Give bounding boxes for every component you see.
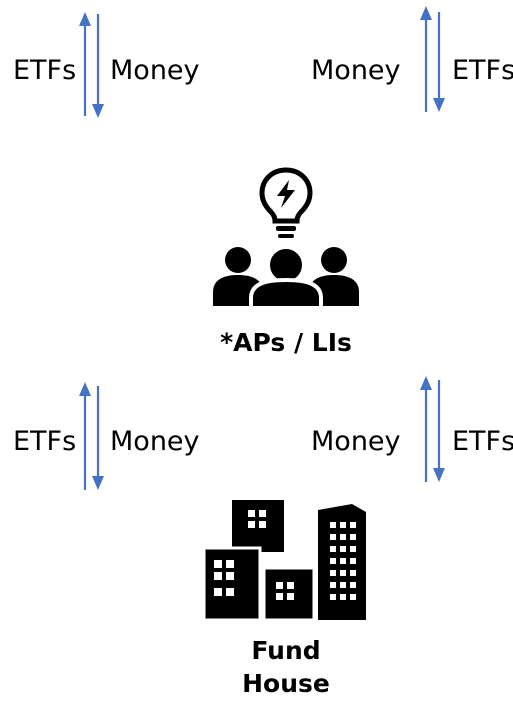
bottom-left-bidirectional-arrows (79, 382, 104, 490)
fund-house-label-line2: House (242, 669, 330, 698)
bottom-right-money-label: Money (311, 426, 401, 457)
bottom-right-etfs-label: ETFs (452, 426, 513, 457)
bottom-right-bidirectional-arrows (420, 376, 445, 482)
fund-house-label-line1: Fund (251, 636, 321, 665)
top-left-money-label: Money (110, 55, 200, 86)
top-right-etfs-label: ETFs (452, 55, 513, 86)
office-buildings-icon (202, 500, 366, 622)
top-right-money-label: Money (311, 55, 401, 86)
top-right-bidirectional-arrows (420, 6, 445, 112)
top-left-bidirectional-arrows (79, 12, 104, 118)
aps-lis-label: *APs / LIs (220, 328, 352, 357)
bottom-left-etfs-label: ETFs (13, 426, 77, 457)
bottom-left-money-label: Money (110, 426, 200, 457)
top-left-etfs-label: ETFs (13, 55, 77, 86)
people-with-lightbulb-icon (213, 167, 359, 310)
